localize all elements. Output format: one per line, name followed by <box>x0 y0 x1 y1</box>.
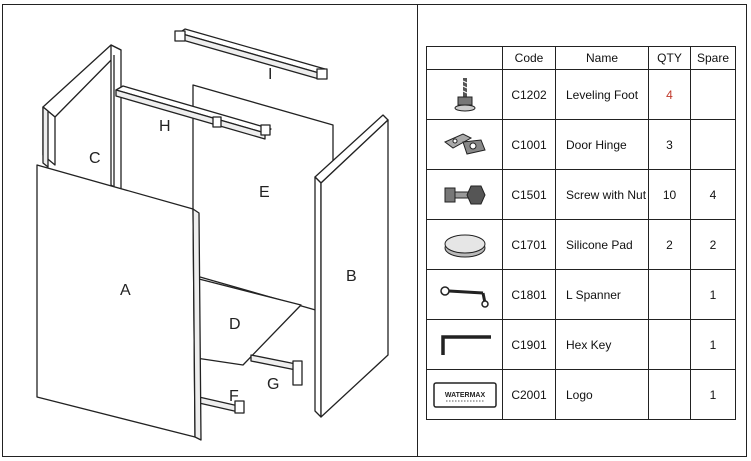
cell-qty <box>648 319 691 370</box>
header-icon <box>426 46 503 70</box>
table-row: C1701 Silicone Pad 2 2 <box>426 219 736 270</box>
page-frame <box>2 4 747 457</box>
table-row: C1501 Screw with Nut 10 4 <box>426 169 736 220</box>
header-code: Code <box>502 46 556 70</box>
cell-spare: 4 <box>690 169 736 220</box>
cell-spare <box>690 119 736 170</box>
cell-spare: 1 <box>690 319 736 370</box>
side-panel-b <box>314 114 389 418</box>
exploded-cabinet-diagram: A B C D E F G H I <box>36 28 389 441</box>
table-row: C1901 Hex Key 1 <box>426 319 736 370</box>
cell-name: L Spanner <box>555 269 649 320</box>
cell-name: Hex Key <box>555 319 649 370</box>
cell-name: Leveling Foot <box>555 69 649 120</box>
header-qty: QTY <box>648 46 691 70</box>
label-e: E <box>259 184 270 201</box>
cell-spare: 2 <box>690 219 736 270</box>
hex-key-icon <box>440 334 491 355</box>
middle-rail-h <box>115 85 272 140</box>
frame-post-c <box>42 44 122 192</box>
label-i: I <box>268 66 272 83</box>
parts-table-header: Code Name QTY Spare <box>426 46 736 70</box>
cell-name: Silicone Pad <box>555 219 649 270</box>
label-b: B <box>346 268 357 285</box>
panel-divider <box>417 4 418 457</box>
cell-code: C1501 <box>502 169 556 220</box>
cell-qty: 2 <box>648 219 691 270</box>
cell-code: C1001 <box>502 119 556 170</box>
cell-name: Logo <box>555 369 649 420</box>
cell-qty: 4 <box>648 69 691 120</box>
silicone-pad-icon <box>444 234 485 257</box>
table-row: C1001 Door Hinge 3 <box>426 119 736 170</box>
logo-plate-icon: WATERMAX <box>432 381 497 408</box>
table-row: WATERMAX C2001 Logo 1 <box>426 369 736 420</box>
header-spare: Spare <box>690 46 736 70</box>
label-f: F <box>229 388 239 405</box>
parts-table: Code Name QTY Spare C1202 Leveling Foot … <box>426 46 736 420</box>
svg-text:WATERMAX: WATERMAX <box>444 392 485 399</box>
cell-name: Door Hinge <box>555 119 649 170</box>
cell-qty: 3 <box>648 119 691 170</box>
cell-code: C1701 <box>502 219 556 270</box>
cell-qty <box>648 369 691 420</box>
cell-qty: 10 <box>648 169 691 220</box>
label-c: C <box>89 150 101 167</box>
l-spanner-icon <box>439 285 489 308</box>
cell-spare: 1 <box>690 369 736 420</box>
lower-rail-g <box>250 354 303 386</box>
label-g: G <box>267 376 279 393</box>
header-name: Name <box>555 46 649 70</box>
table-row: C1202 Leveling Foot 4 <box>426 69 736 120</box>
leveling-foot-icon <box>454 77 475 111</box>
screw-with-nut-icon <box>444 185 486 204</box>
cell-code: C1202 <box>502 69 556 120</box>
cell-name: Screw with Nut <box>555 169 649 220</box>
label-a: A <box>120 282 131 299</box>
cell-code: C2001 <box>502 369 556 420</box>
door-panel-a <box>36 164 202 441</box>
top-rail-i <box>174 28 328 80</box>
label-h: H <box>159 118 171 135</box>
cell-code: C1801 <box>502 269 556 320</box>
cell-qty <box>648 269 691 320</box>
label-d: D <box>229 316 241 333</box>
table-row: C1801 L Spanner 1 <box>426 269 736 320</box>
cell-code: C1901 <box>502 319 556 370</box>
cell-spare <box>690 69 736 120</box>
door-hinge-icon <box>443 132 486 155</box>
cell-spare: 1 <box>690 269 736 320</box>
